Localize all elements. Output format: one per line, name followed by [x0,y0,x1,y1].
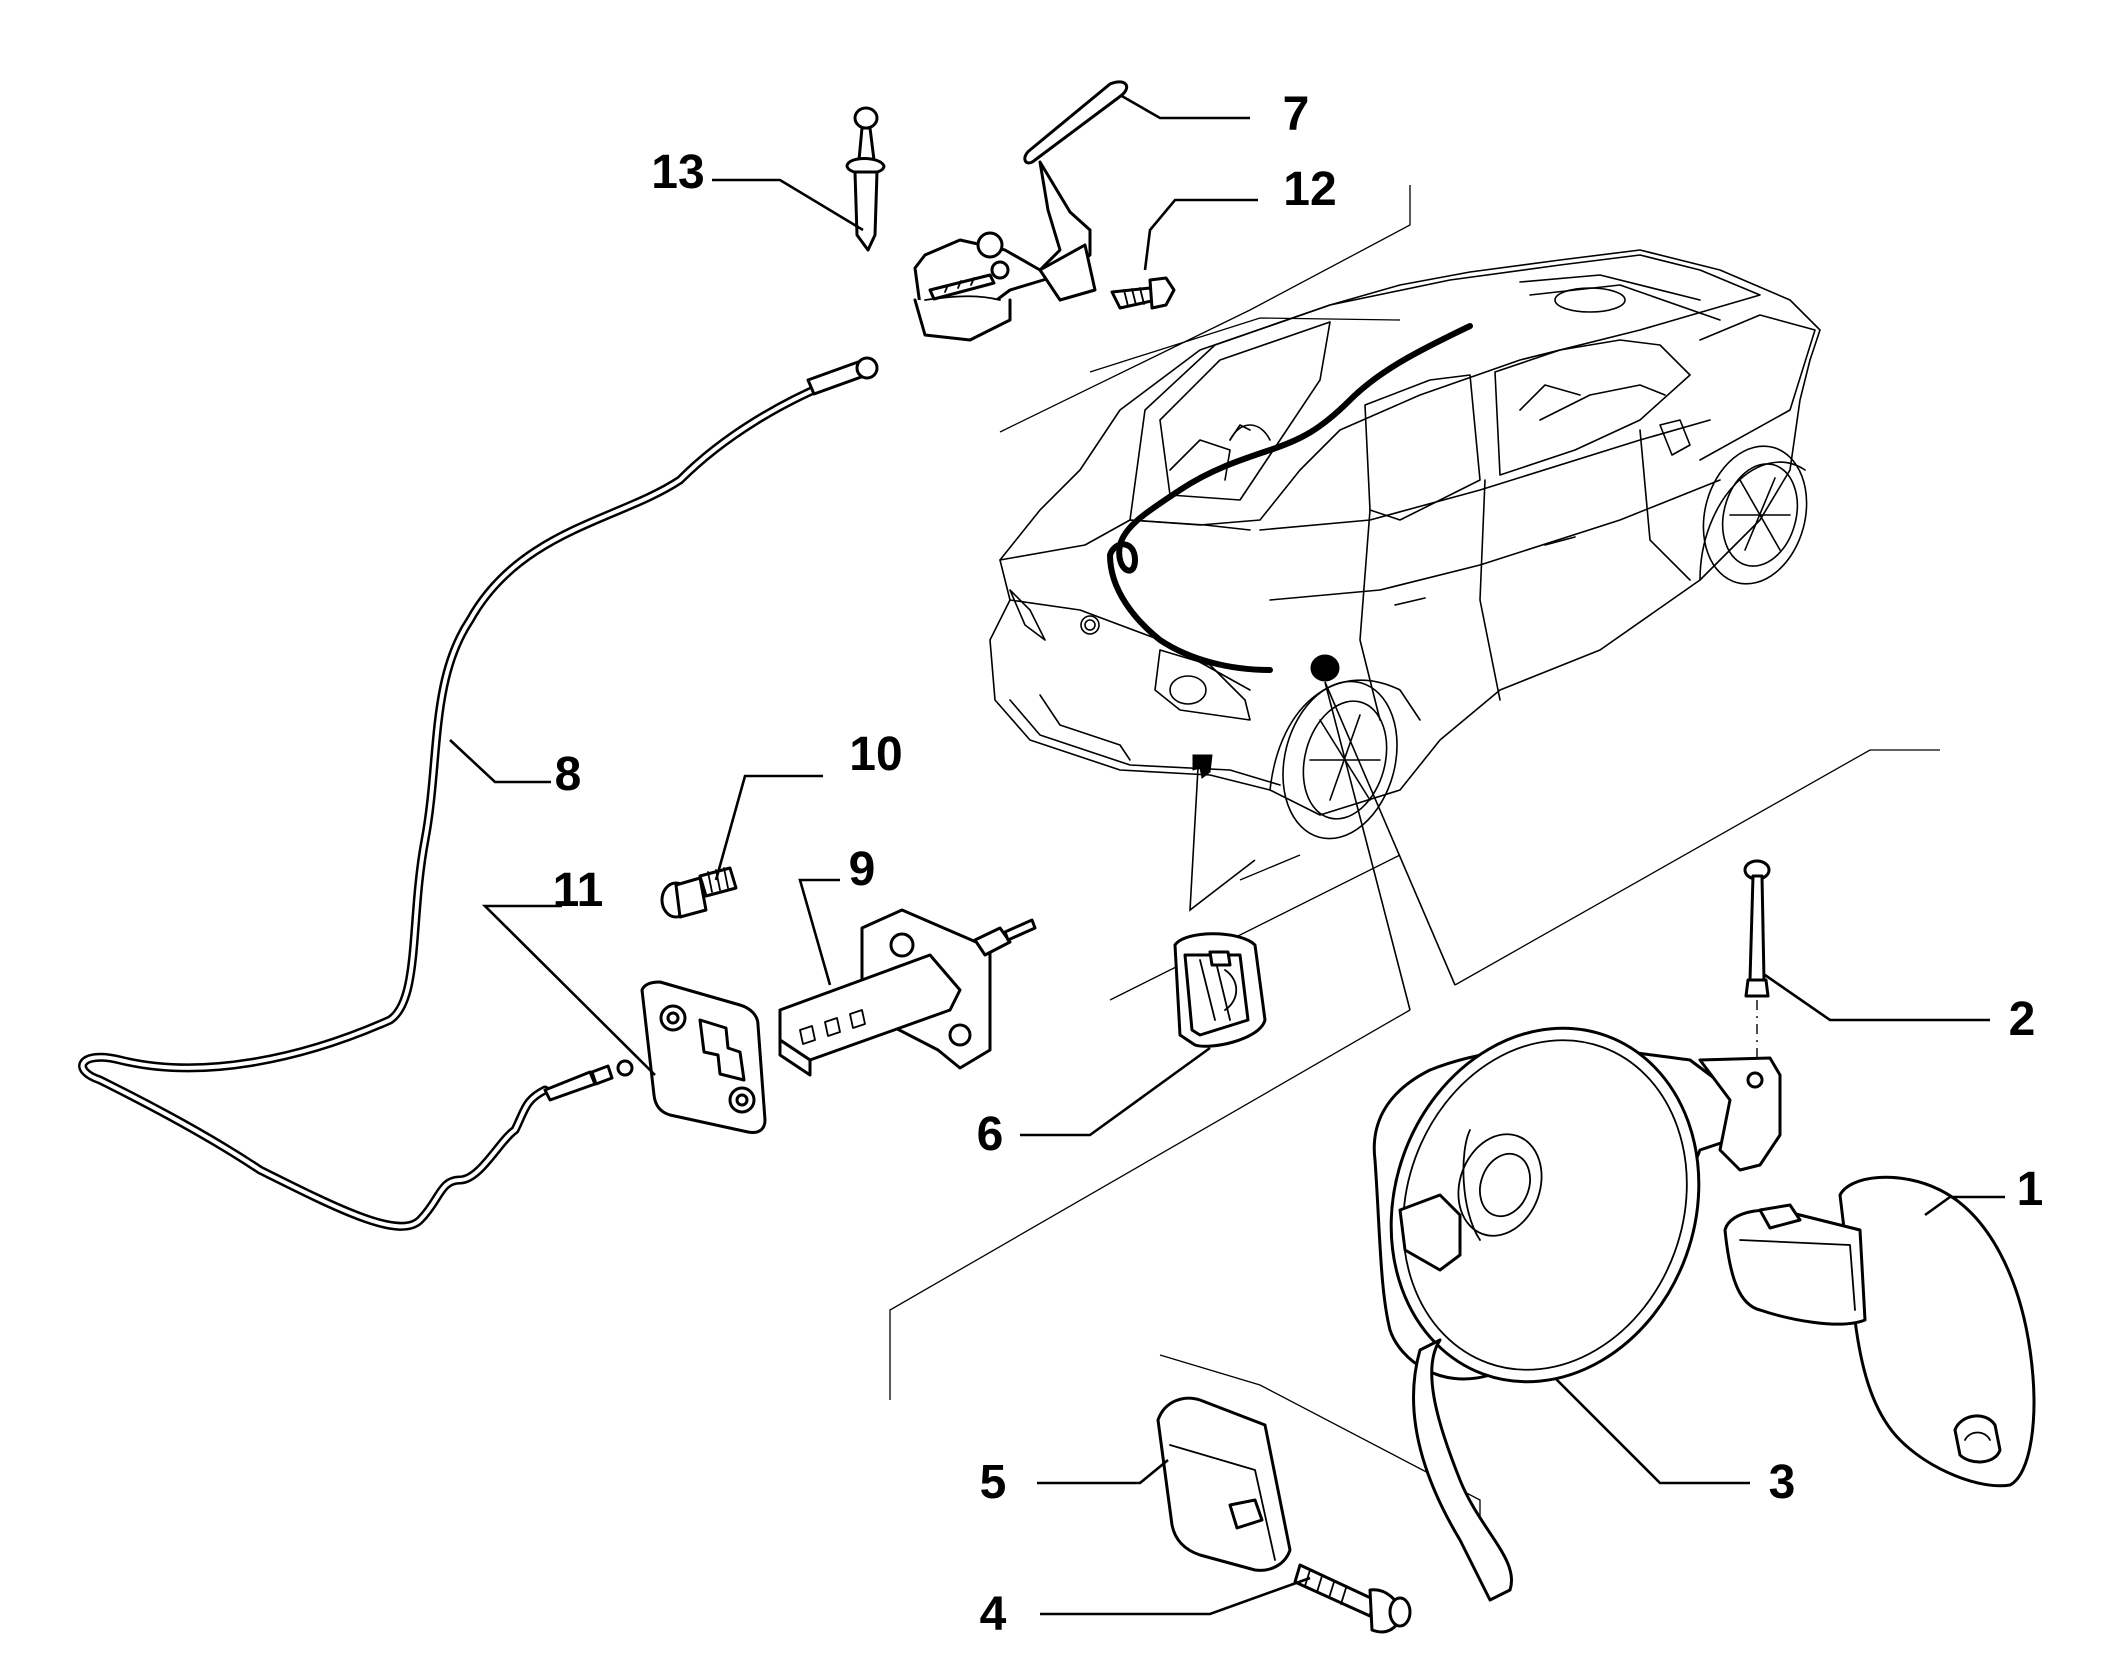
part-5-cover [1156,1396,1292,1572]
callout-13: 13 [651,146,704,199]
vehicle-illustration [989,249,1821,840]
callout-10: 10 [849,728,902,781]
part-11-gasket-plate [640,980,767,1134]
callout-8: 8 [555,748,582,801]
callout-2: 2 [2009,993,2036,1046]
part-6-switch [1173,932,1267,1048]
callout-11: 11 [553,864,604,917]
callout-5: 5 [980,1456,1007,1509]
callout-9: 9 [849,843,876,896]
part-8-release-cable [78,356,879,1231]
callout-6: 6 [977,1108,1004,1161]
callout-12: 12 [1283,163,1336,216]
part-3-filler-housing [1372,1026,1782,1602]
callout-numbers: 7 12 13 8 10 9 11 6 2 1 3 5 4 [553,88,2044,1641]
callout-7: 7 [1283,88,1310,141]
group-separator-lines [889,185,1940,1545]
callout-3: 3 [1769,1456,1796,1509]
part-9-actuator [778,908,1037,1077]
part-4-bolt [1293,1563,1412,1634]
leader-lines [449,93,2005,1616]
part-12-bolt [1110,276,1176,310]
callout-1: 1 [2017,1163,2044,1216]
part-13-rivet [845,106,886,252]
part-7-release-lever [913,80,1129,342]
part-10-bolt [660,866,738,919]
part-1-fuel-door [1723,1175,2036,1488]
part-2-pin [1743,859,1771,1060]
callout-4: 4 [980,1588,1007,1641]
